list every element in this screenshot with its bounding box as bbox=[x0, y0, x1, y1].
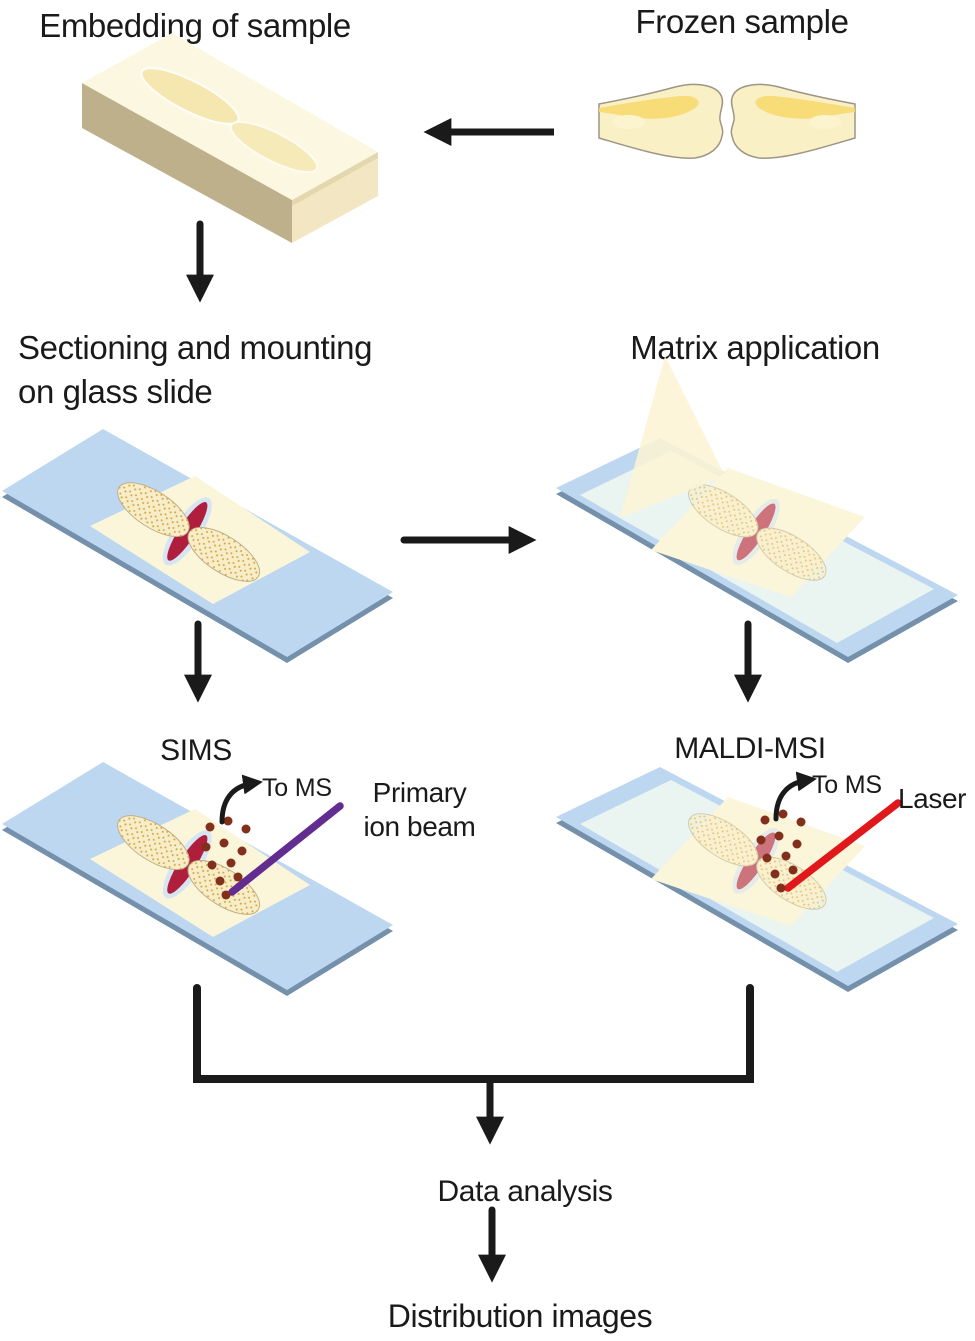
block-side-face bbox=[292, 152, 378, 243]
embedding-title: Embedding of sample bbox=[39, 7, 351, 44]
primary-ion-beam bbox=[228, 802, 344, 896]
arrow-sectioning-to-sims bbox=[184, 620, 212, 703]
frozen-sample-illustration bbox=[598, 83, 856, 159]
merge-bracket-arrow bbox=[193, 984, 754, 1145]
arrow-sectioning-to-matrix bbox=[400, 526, 537, 554]
laser-beam bbox=[784, 799, 902, 892]
distribution-images-label: Distribution images bbox=[387, 1298, 653, 1334]
maldi-to-ms-arrow bbox=[773, 771, 817, 822]
matrix-application-title: Matrix application bbox=[630, 329, 880, 366]
sims-ion-plume bbox=[201, 816, 251, 900]
primary-ion-beam-label-line1: Primary bbox=[372, 777, 467, 808]
laser-label: Laser bbox=[898, 783, 967, 814]
block-rim bbox=[292, 152, 378, 206]
sectioning-title-line2: on glass slide bbox=[18, 373, 213, 410]
embedded-sample-1 bbox=[140, 67, 240, 125]
maldi-title: MALDI-MSI bbox=[674, 732, 826, 765]
frozen-sample-title: Frozen sample bbox=[635, 3, 849, 40]
arrow-embedding-to-sectioning bbox=[186, 220, 214, 303]
block-front-face bbox=[82, 83, 292, 243]
bone-left bbox=[598, 83, 724, 159]
maldi-ion-plume bbox=[756, 809, 806, 893]
bone-right bbox=[730, 83, 856, 159]
sims-title: SIMS bbox=[160, 734, 232, 767]
embedded-sample-2 bbox=[229, 120, 319, 174]
maldi-to-ms-label: To MS bbox=[812, 771, 882, 799]
sectioning-title-line1: Sectioning and mounting bbox=[18, 329, 373, 366]
primary-ion-beam-label: Primary ion beam bbox=[352, 776, 487, 844]
embedding-block-illustration bbox=[82, 33, 378, 243]
data-analysis-label: Data analysis bbox=[437, 1175, 613, 1208]
arrow-frozen-to-embedding bbox=[423, 118, 554, 146]
sims-to-ms-arrow bbox=[219, 774, 263, 825]
primary-ion-beam-label-line2: ion beam bbox=[363, 811, 476, 842]
arrow-matrix-to-maldi bbox=[734, 620, 762, 703]
sims-to-ms-label: To MS bbox=[262, 774, 332, 802]
arrow-analysis-to-images bbox=[478, 1206, 506, 1283]
matrix-spray-cone bbox=[620, 356, 725, 518]
sectioning-title: Sectioning and mounting on glass slide bbox=[18, 326, 372, 414]
